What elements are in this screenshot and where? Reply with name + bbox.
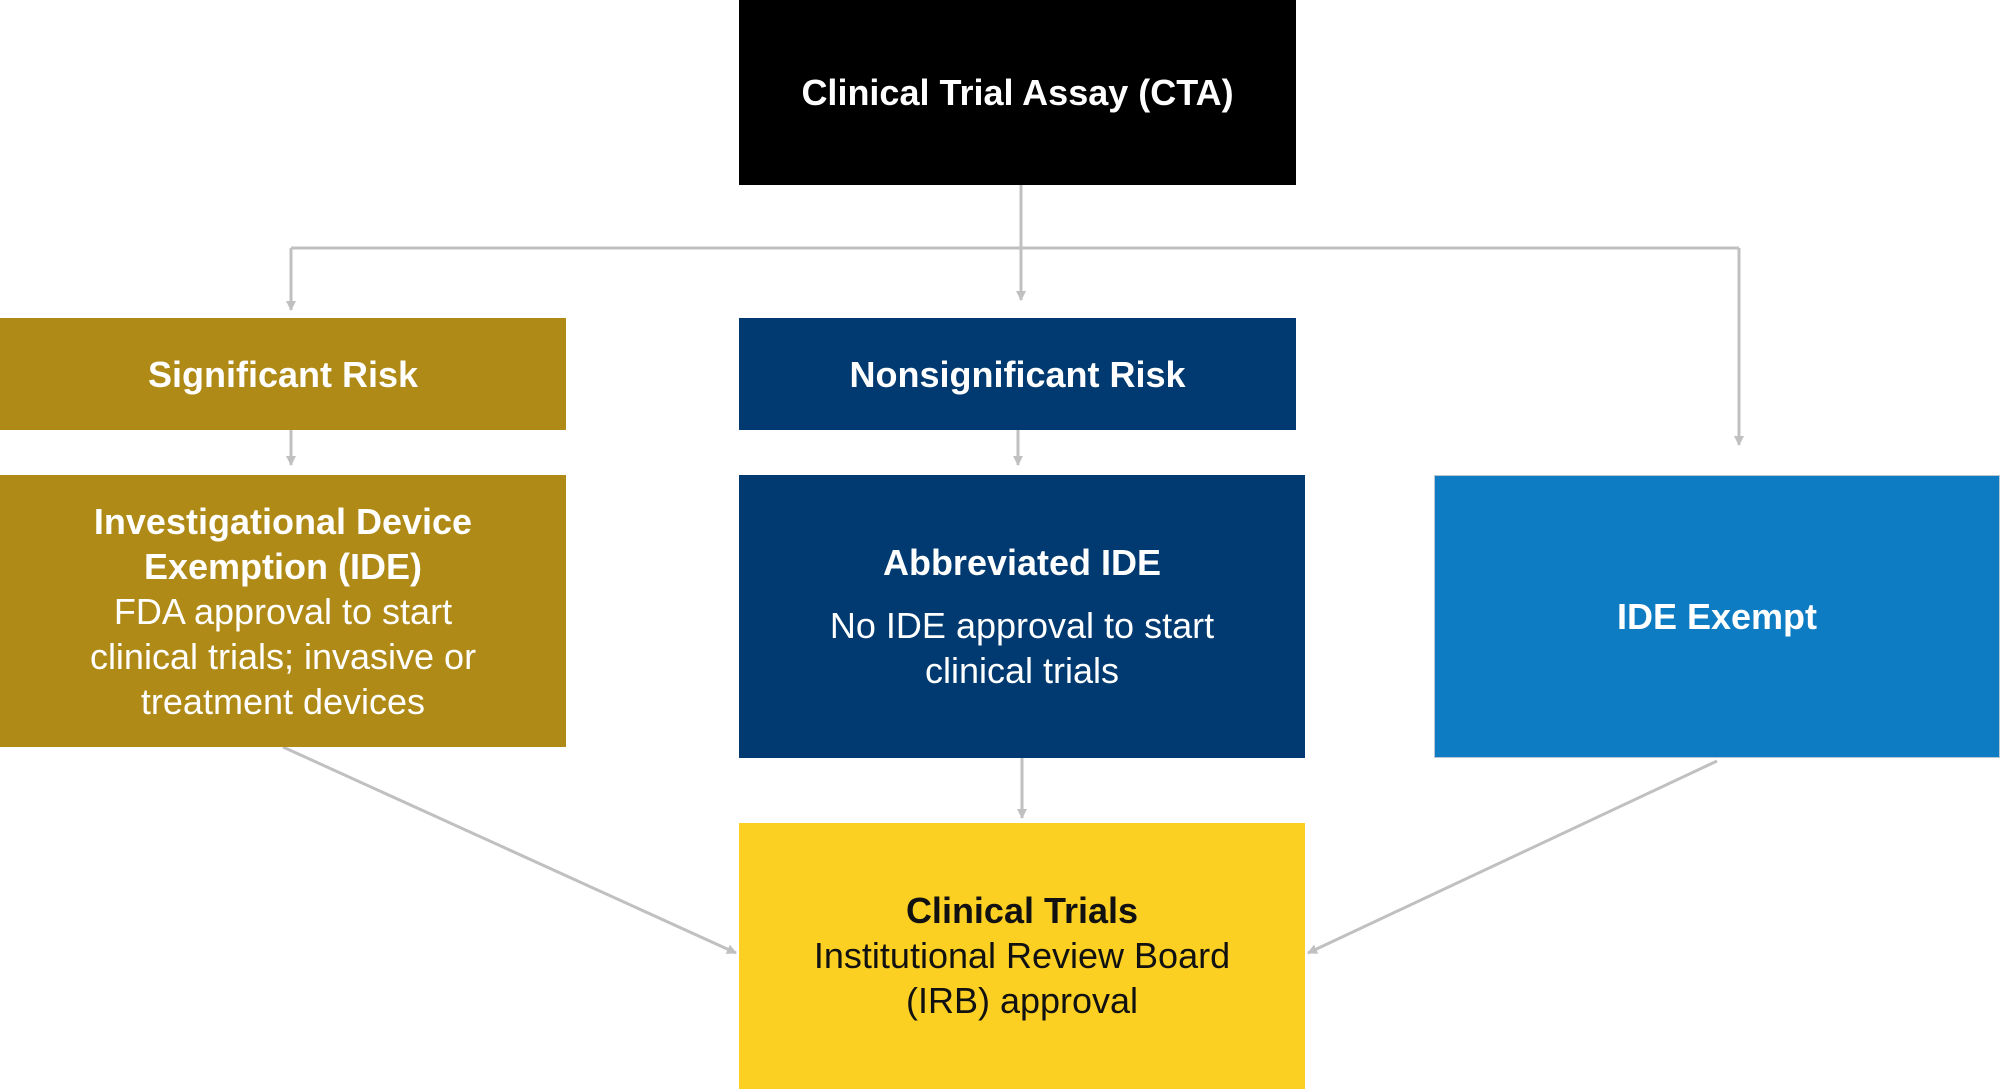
node-description-line: No IDE approval to start [829,605,1215,646]
arrow-ide-exempt-to-clinical-trials [1307,759,1718,955]
node-description-line: clinical trials; invasive or [89,635,477,677]
node-title: Significant Risk [147,353,419,395]
node-abbreviated-ide: Abbreviated IDE No IDE approval to start… [739,475,1305,758]
node-significant-risk: Significant Risk [0,318,566,430]
arrow-ide-to-clinical-trials [282,745,737,955]
node-description-line: FDA approval to start [113,590,453,632]
node-description-line: clinical trials [924,650,1120,691]
node-clinical-trial-assay: Clinical Trial Assay (CTA) [739,0,1296,185]
node-description-line: (IRB) approval [905,980,1139,1021]
node-clinical-trials: Clinical Trials Institutional Review Boa… [739,823,1305,1089]
node-investigational-device-exemption: Investigational Device Exemption (IDE) F… [0,475,566,747]
node-title: Clinical Trials [905,890,1139,931]
node-title-line: Exemption (IDE) [143,545,422,587]
node-ide-exempt: IDE Exempt [1434,475,2000,758]
node-title-line: Investigational Device [93,500,473,542]
node-title: Abbreviated IDE [882,542,1162,583]
node-nonsignificant-risk: Nonsignificant Risk [739,318,1296,430]
node-title: Clinical Trial Assay (CTA) [801,72,1234,113]
node-title: IDE Exempt [1616,596,1818,637]
node-description-line: Institutional Review Board [813,935,1231,976]
node-description-line: treatment devices [140,680,426,722]
node-title: Nonsignificant Risk [849,353,1186,395]
